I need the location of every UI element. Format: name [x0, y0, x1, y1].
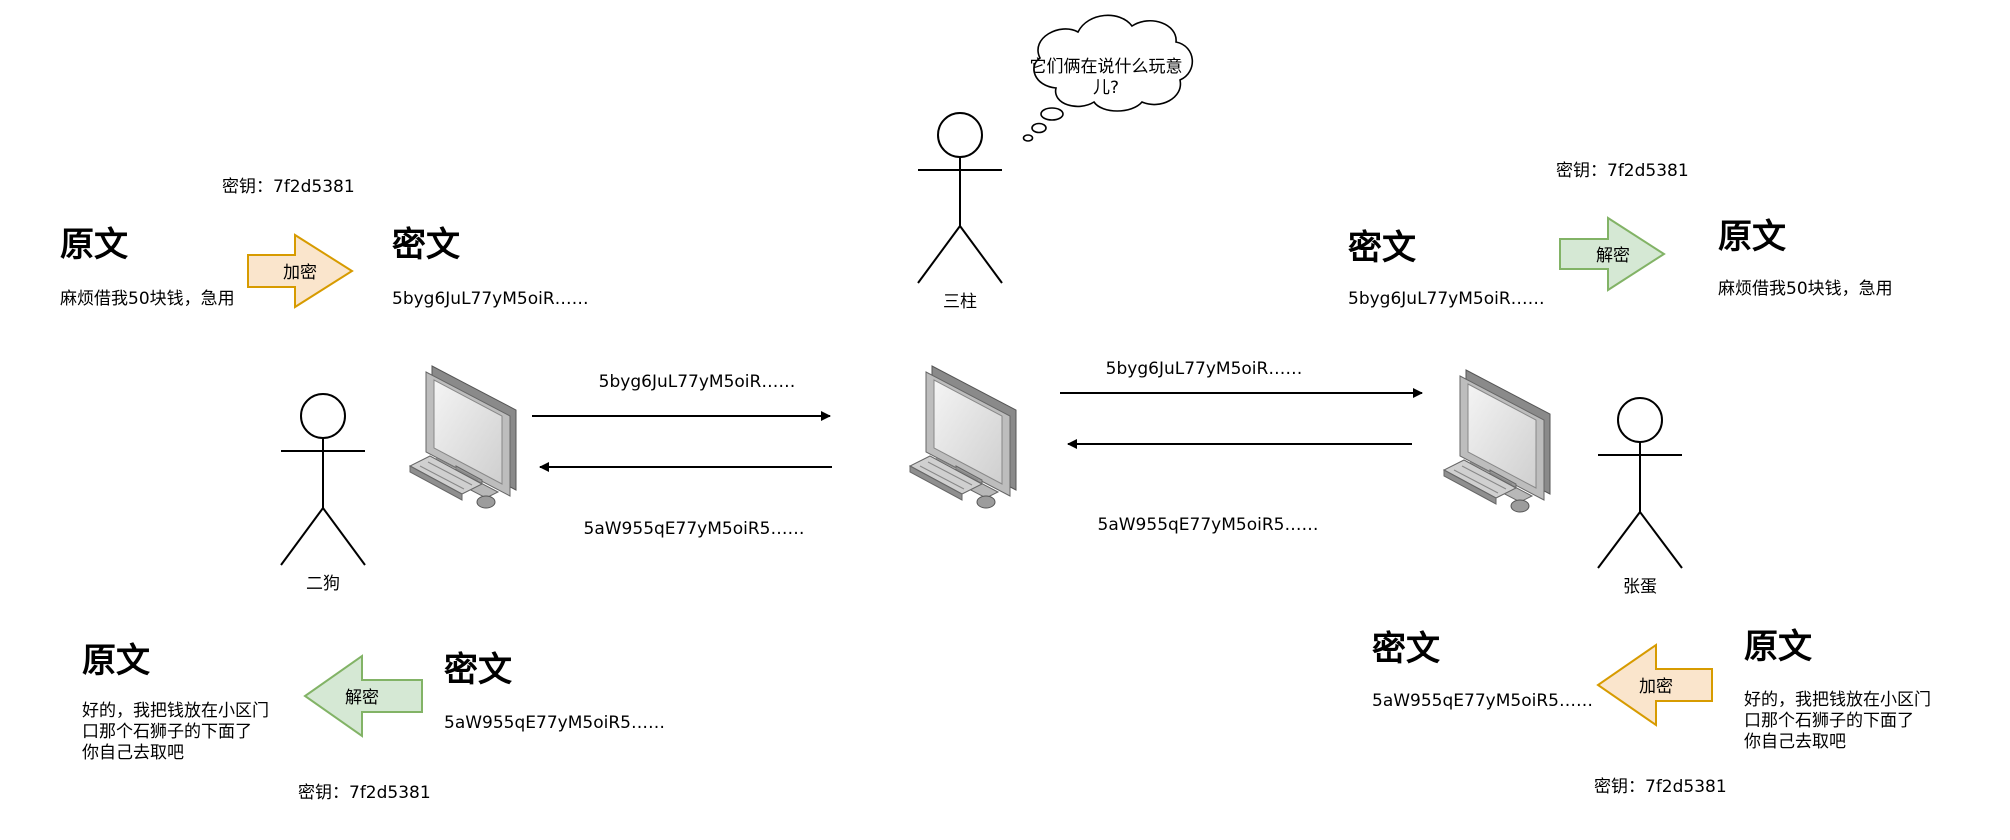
block-bottom-right: 密文 5aW955qE77yM5oiR5…… 加密 原文 好的，我把钱放在小区门…	[1372, 627, 1931, 797]
stick-figure-icon	[280, 393, 366, 566]
decrypt-arrow-label: 解密	[345, 688, 379, 708]
key-label: 密钥：7f2d5381	[222, 177, 355, 197]
ciphertext-body: 5byg6JuL77yM5oiR……	[1348, 289, 1545, 309]
plaintext-title: 原文	[1744, 627, 1812, 667]
transmission-label: 5byg6JuL77yM5oiR……	[1106, 359, 1303, 379]
thought-text-line: 它们俩在说什么玩意	[1030, 57, 1183, 77]
key-label: 密钥：7f2d5381	[1556, 161, 1689, 181]
person-label: 二狗	[306, 574, 340, 594]
ciphertext-body: 5byg6JuL77yM5oiR……	[392, 289, 589, 309]
person-ergou: 二狗	[280, 393, 366, 594]
ciphertext-title: 密文	[444, 650, 512, 690]
person-label: 三柱	[943, 292, 977, 312]
transmission-label: 5aW955qE77yM5oiR5……	[584, 519, 805, 539]
key-label: 密钥：7f2d5381	[298, 783, 431, 803]
block-top-right: 密钥：7f2d5381 密文 5byg6JuL77yM5oiR…… 解密 原文 …	[1348, 161, 1893, 309]
plaintext-title: 原文	[1718, 217, 1786, 257]
encrypt-arrow-label: 加密	[1639, 677, 1673, 697]
plaintext-body: 你自己去取吧	[82, 743, 184, 763]
block-bottom-left: 原文 好的，我把钱放在小区门 口那个石狮子的下面了 你自己去取吧 解密 密文 5…	[82, 641, 665, 803]
plaintext-body: 麻烦借我50块钱，急用	[60, 289, 235, 309]
plaintext-title: 原文	[82, 641, 150, 681]
transmission-left: 5byg6JuL77yM5oiR…… 5aW955qE77yM5oiR5……	[532, 372, 832, 539]
plaintext-body: 口那个石狮子的下面了	[1744, 711, 1914, 731]
computer-left-icon	[409, 365, 517, 509]
encrypt-arrow	[247, 233, 354, 309]
plaintext-body: 口那个石狮子的下面了	[82, 722, 252, 742]
thought-text-line: 儿?	[1093, 78, 1119, 98]
transmission-right: 5byg6JuL77yM5oiR…… 5aW955qE77yM5oiR5……	[1060, 359, 1423, 535]
decrypt-arrow	[1559, 216, 1666, 292]
decrypt-arrow	[303, 654, 423, 738]
ciphertext-body: 5aW955qE77yM5oiR5……	[1372, 691, 1593, 711]
block-top-left: 密钥：7f2d5381 原文 麻烦借我50块钱，急用 加密 密文 5byg6Ju…	[60, 177, 589, 309]
transmission-label: 5byg6JuL77yM5oiR……	[599, 372, 796, 392]
person-label: 张蛋	[1623, 577, 1657, 597]
ciphertext-title: 密文	[1348, 228, 1416, 268]
ciphertext-title: 密文	[1372, 629, 1440, 669]
thought-cloud-icon	[1022, 14, 1194, 142]
stick-figure-icon	[917, 112, 1003, 284]
plaintext-body: 麻烦借我50块钱，急用	[1718, 279, 1893, 299]
stick-figure-icon	[1597, 397, 1683, 569]
plaintext-body: 好的，我把钱放在小区门	[82, 701, 269, 721]
transmission-label: 5aW955qE77yM5oiR5……	[1098, 515, 1319, 535]
decrypt-arrow-label: 解密	[1596, 246, 1630, 266]
plaintext-body: 你自己去取吧	[1744, 732, 1846, 752]
ciphertext-body: 5aW955qE77yM5oiR5……	[444, 713, 665, 733]
person-zhangdan: 张蛋	[1597, 397, 1683, 597]
plaintext-title: 原文	[60, 225, 128, 265]
computer-right-icon	[1443, 369, 1551, 513]
ciphertext-title: 密文	[392, 225, 460, 265]
person-sanzhu: 三柱	[917, 112, 1003, 312]
encrypt-arrow	[1596, 643, 1713, 727]
computer-center-icon	[909, 365, 1017, 509]
plaintext-body: 好的，我把钱放在小区门	[1744, 690, 1931, 710]
encrypt-arrow-label: 加密	[283, 263, 317, 283]
key-label: 密钥：7f2d5381	[1594, 777, 1727, 797]
